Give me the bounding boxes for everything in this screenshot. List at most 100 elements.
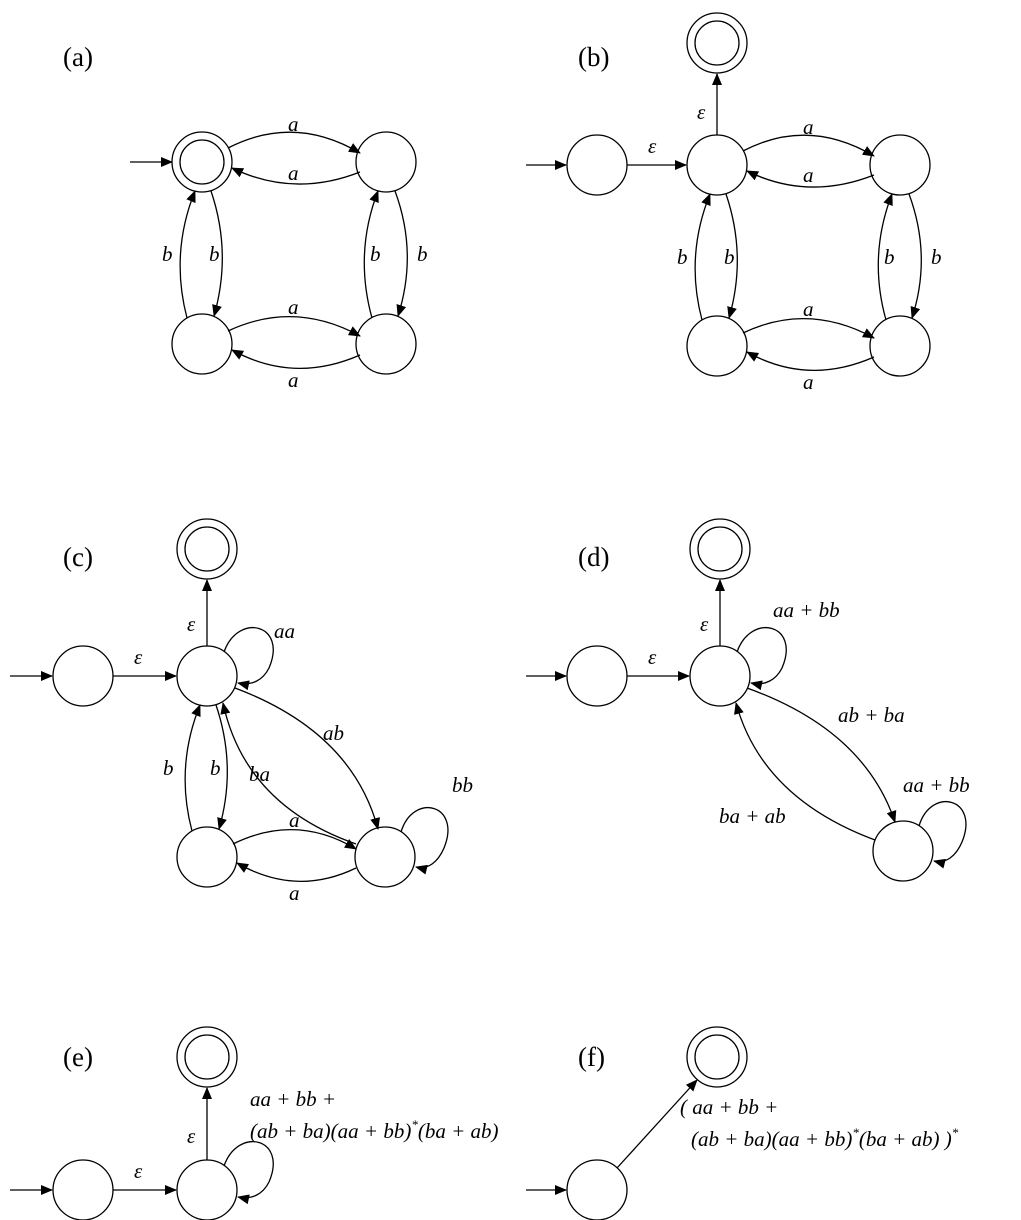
- panel-f-tag: (f): [578, 1042, 605, 1072]
- edge-diag-in: [220, 702, 357, 845]
- edge-bottom-right: [227, 316, 361, 337]
- state-bottom-left: [171, 313, 233, 375]
- label: aa + bb: [903, 773, 970, 797]
- edge-left-down: [210, 190, 223, 317]
- state-start: [52, 645, 114, 707]
- edge-top-right: [227, 131, 361, 154]
- label: a: [289, 881, 300, 905]
- panel-d: (d) ε ε aa + bb ab + ba ba + ab aa + bb: [526, 518, 970, 882]
- state-center: [689, 645, 751, 707]
- label: b: [162, 242, 173, 266]
- state-bottom-right: [869, 315, 931, 377]
- label: b: [417, 242, 428, 266]
- panel-a-tag: (a): [63, 42, 93, 72]
- label: b: [210, 756, 221, 780]
- accept-ring: [694, 20, 740, 66]
- state-start: [52, 1159, 114, 1220]
- label-part: (ba + ab): [418, 1119, 499, 1143]
- label: b: [163, 756, 174, 780]
- label: ε: [134, 1159, 143, 1183]
- label: ε: [700, 612, 709, 636]
- label: ε: [648, 134, 657, 158]
- label: a: [288, 368, 299, 392]
- edge-loop-br: [400, 806, 449, 875]
- edge-diag-in: [734, 702, 876, 841]
- label: a: [289, 808, 300, 832]
- edge-loop-center: [736, 626, 787, 691]
- panel-b: (b) ε ε a a b b b b a a: [526, 12, 942, 394]
- label: ab + ba: [838, 703, 905, 727]
- state-bottom-right: [355, 313, 417, 375]
- label-part: (ba + ab) ): [859, 1127, 952, 1151]
- state-top-right: [869, 134, 931, 196]
- label: ba: [249, 762, 270, 786]
- star-superscript: *: [411, 1117, 418, 1132]
- label: aa + bb +: [250, 1087, 336, 1111]
- label: ab: [323, 721, 344, 745]
- label: ε: [187, 1124, 196, 1148]
- panel-c: (c) ε ε aa ab ba bb b b a a: [10, 518, 473, 905]
- panel-a: (a) a a b b b b a a: [63, 42, 428, 392]
- edge-bottom-left: [236, 862, 357, 882]
- state-center: [176, 1159, 238, 1220]
- label: aa + bb: [773, 598, 840, 622]
- edge-right-up: [877, 193, 893, 321]
- accept-ring: [179, 139, 225, 185]
- label: a: [288, 295, 299, 319]
- accept-ring: [184, 1034, 230, 1080]
- label: ba + ab: [719, 804, 786, 828]
- edge-left-down: [725, 193, 738, 319]
- panel-d-tag: (d): [578, 542, 609, 572]
- label-part: (ab + ba)(aa + bb): [691, 1127, 852, 1151]
- star-superscript: *: [852, 1125, 859, 1140]
- state-start: [566, 1159, 628, 1220]
- state-top-right: [355, 131, 417, 193]
- label: bb: [452, 773, 473, 797]
- panel-b-tag: (b): [578, 42, 609, 72]
- label: b: [677, 245, 688, 269]
- accept-ring: [697, 526, 743, 572]
- label: b: [931, 245, 942, 269]
- edge-top-right: [742, 134, 875, 157]
- label: a: [803, 297, 814, 321]
- edge-left-up: [184, 704, 201, 832]
- label: b: [884, 245, 895, 269]
- label: a: [803, 115, 814, 139]
- panel-e: (e) ε ε aa + bb + (ab + ba)(aa + bb)*(ba…: [10, 1026, 499, 1220]
- label: b: [209, 242, 220, 266]
- label: ε: [134, 645, 143, 669]
- edge-loop-center: [223, 626, 274, 691]
- edge-right-down: [908, 193, 922, 319]
- loop-label-line2: (ab + ba)(aa + bb)*(ba + ab): [250, 1117, 499, 1143]
- label: a: [288, 161, 299, 185]
- edge-bottom-left: [231, 349, 361, 369]
- state-bottom-left: [686, 315, 748, 377]
- state-bottom-right: [872, 820, 934, 882]
- state-center: [176, 645, 238, 707]
- label: aa: [274, 619, 295, 643]
- label: b: [724, 245, 735, 269]
- edge-loop-br: [918, 800, 967, 869]
- label-part: (ab + ba)(aa + bb): [250, 1119, 411, 1143]
- label: ε: [697, 100, 706, 124]
- loop-label-line2: (ab + ba)(aa + bb)*(ba + ab) )*: [691, 1125, 959, 1151]
- label: ε: [187, 612, 196, 636]
- edge-right-up: [363, 190, 379, 319]
- edge-top-left: [746, 170, 875, 188]
- label: ( aa + bb +: [680, 1095, 778, 1119]
- label: a: [803, 163, 814, 187]
- edge-right-down: [394, 190, 408, 317]
- accept-ring: [694, 1034, 740, 1080]
- label: a: [288, 112, 299, 136]
- panel-e-tag: (e): [63, 1042, 93, 1072]
- accept-ring: [184, 526, 230, 572]
- edge-left-up: [694, 193, 711, 321]
- edge-top-left: [231, 167, 361, 185]
- label: ε: [648, 645, 657, 669]
- edge-bottom-right: [742, 318, 875, 339]
- label: a: [803, 370, 814, 394]
- panel-f: (f) ( aa + bb + (ab + ba)(aa + bb)*(ba +…: [526, 1026, 959, 1220]
- edge-bottom-right: [232, 829, 357, 850]
- edge-diag-out: [234, 687, 380, 830]
